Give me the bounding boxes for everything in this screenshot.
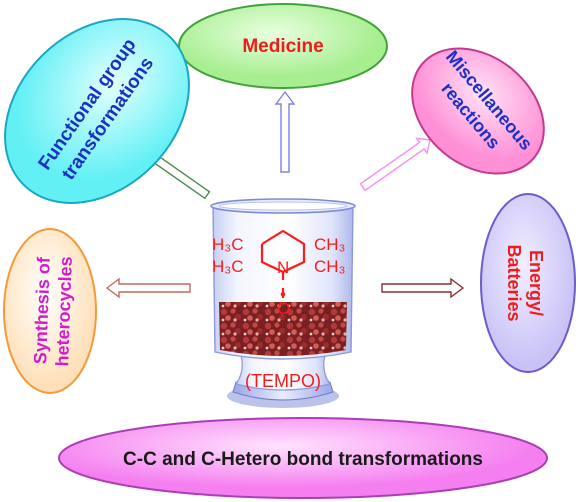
methyl-right-top: CH₃ [314, 235, 345, 254]
tempo-name-label: (TEMPO) [245, 371, 321, 391]
oxygen-atom: O [277, 299, 290, 318]
arrow-to-miscellaneous [359, 137, 431, 192]
arrow-to-heterocycles [105, 277, 191, 299]
beaker [210, 198, 356, 408]
tempo-structure: H₃C H₃C CH₃ CH₃ N O • [212, 229, 345, 318]
heterocycles-label-line1: Synthesis of [30, 256, 54, 365]
node-medicine: Medicine [178, 3, 388, 89]
node-miscellaneous: Miscellaneous reactions [411, 47, 545, 175]
node-functional-group: Functional group transformations [4, 18, 190, 204]
node-energy: Energy/ Batteries [480, 193, 576, 373]
methyl-left-bottom: H₃C [212, 257, 243, 276]
tempo-crystals-image [219, 302, 347, 356]
radical-dot: • [280, 285, 286, 304]
nitrogen-atom: N [277, 258, 289, 277]
node-heterocycles: Synthesis of heterocycles [3, 228, 97, 394]
arrow-to-medicine [274, 90, 296, 173]
energy-label-line1: Energy/ [526, 250, 546, 316]
arrow-to-energy [381, 277, 465, 299]
node-cc-bond: C-C and C-Hetero bond transformations [58, 417, 548, 499]
energy-label-line2: Batteries [504, 244, 524, 321]
medicine-label: Medicine [242, 36, 323, 57]
heterocycles-label-line2: heterocycles [52, 256, 76, 367]
methyl-left-top: H₃C [212, 235, 243, 254]
cc-bond-label: C-C and C-Hetero bond transformations [123, 449, 483, 470]
methyl-right-bottom: CH₃ [314, 257, 345, 276]
